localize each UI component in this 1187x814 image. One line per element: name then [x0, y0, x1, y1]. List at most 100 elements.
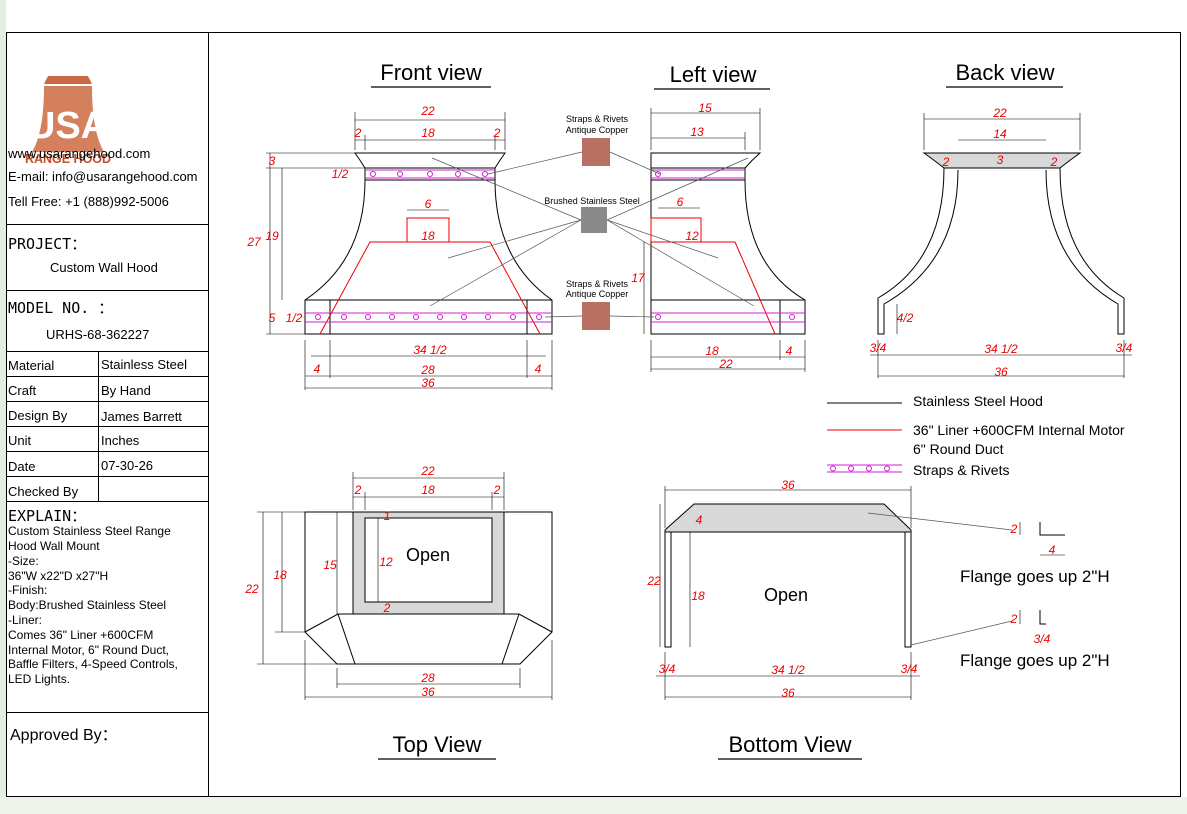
svg-text:1/2: 1/2 [332, 167, 349, 181]
swatch-copper-top-label-1: Straps & Rivets [566, 114, 629, 124]
company-email: E-mail: info@usarangehood.com [8, 169, 198, 184]
svg-text:2: 2 [1010, 612, 1018, 626]
spec-value-date: 07-30-26 [101, 458, 154, 473]
svg-text:RANGE HOOD: RANGE HOOD [25, 152, 111, 166]
svg-text:2: 2 [383, 601, 391, 615]
svg-text:2: 2 [493, 483, 501, 497]
svg-text:USA: USA [28, 105, 108, 147]
left-margin-strip [0, 0, 6, 814]
swatch-copper-bot-label-2: Antique Copper [566, 289, 629, 299]
company-website: www.usarangehood.com [8, 146, 151, 161]
svg-text:18: 18 [691, 589, 705, 603]
svg-text:22: 22 [244, 582, 259, 596]
svg-text:2: 2 [354, 483, 362, 497]
svg-text:1: 1 [384, 509, 391, 523]
svg-text:3/4: 3/4 [901, 662, 918, 676]
svg-text:2: 2 [1010, 522, 1018, 536]
svg-text:1/2: 1/2 [286, 311, 303, 325]
svg-text:18: 18 [421, 126, 435, 140]
back-view: 22 14 3 2 2 4/2 3/4 34 1/2 3/4 36 [870, 106, 1133, 379]
svg-text:2: 2 [942, 155, 950, 169]
legend-liner-1: 36" Liner +600CFM Internal Motor [913, 422, 1125, 438]
svg-text:2: 2 [493, 126, 501, 140]
flange-note-lower: Flange goes up 2"H [960, 651, 1110, 670]
svg-text:36: 36 [421, 685, 435, 699]
svg-text:12: 12 [685, 229, 699, 243]
usa-range-hood-logo: USA RANGE HOOD [25, 76, 111, 166]
top-view-open-label: Open [406, 545, 450, 565]
top-view-title: Top View [393, 732, 482, 757]
svg-text:34 1/2: 34 1/2 [984, 342, 1018, 356]
spec-value-material: Stainless Steel [101, 357, 187, 372]
approved-by-label: Approved By： [10, 727, 118, 744]
spec-label-material: Material [8, 358, 55, 373]
steel-swatch [581, 207, 607, 233]
svg-text:36: 36 [781, 686, 795, 700]
spec-table: Material Stainless Steel Craft By Hand D… [6, 351, 209, 504]
project-label: PROJECT： [8, 235, 87, 253]
line-legend: Stainless Steel Hood 36" Liner +600CFM I… [827, 393, 1125, 478]
svg-text:6: 6 [677, 195, 684, 209]
swatch-steel-label: Brushed Stainless Steel [544, 196, 640, 206]
left-view: 15 13 6 12 17 18 4 22 [631, 101, 806, 372]
drawing-sheet-frame [6, 32, 1181, 797]
svg-text:22: 22 [646, 574, 661, 588]
svg-text:3: 3 [997, 153, 1004, 167]
svg-text:4: 4 [314, 362, 321, 376]
svg-text:22: 22 [718, 357, 733, 371]
svg-text:4: 4 [535, 362, 542, 376]
spec-value-craft: By Hand [101, 383, 151, 398]
svg-text:14: 14 [993, 127, 1007, 141]
copper-swatch-top [582, 138, 610, 166]
svg-text:6: 6 [425, 197, 432, 211]
explain-label: EXPLAIN： [8, 507, 87, 525]
svg-text:27: 27 [246, 235, 262, 249]
project-value: Custom Wall Hood [50, 260, 158, 275]
svg-text:34 1/2: 34 1/2 [413, 343, 447, 357]
svg-text:34 1/2: 34 1/2 [771, 663, 805, 677]
model-label: MODEL NO. ： [8, 299, 114, 317]
spec-label-date: Date [8, 459, 36, 474]
material-swatches: Straps & Rivets Antique Copper Brushed S… [429, 114, 755, 330]
svg-text:2: 2 [1050, 155, 1058, 169]
svg-text:18: 18 [421, 229, 435, 243]
svg-text:28: 28 [420, 671, 435, 685]
company-phone: Tell Free: +1 (888)992-5006 [8, 194, 169, 209]
svg-text:36: 36 [781, 478, 795, 492]
bottom-view-title: Bottom View [728, 732, 851, 757]
spec-label-craft: Craft [8, 383, 37, 398]
back-view-title: Back view [955, 60, 1054, 85]
svg-text:19: 19 [265, 229, 279, 243]
svg-text:3/4: 3/4 [1034, 632, 1051, 646]
svg-text:15: 15 [698, 101, 712, 115]
bottom-view-open-label: Open [764, 585, 808, 605]
spec-label-checked-by: Checked By [8, 484, 79, 499]
swatch-copper-top-label-2: Antique Copper [566, 125, 629, 135]
model-value: URHS-68-362227 [46, 327, 150, 342]
copper-swatch-bottom [582, 302, 610, 330]
bottom-view: Open 36 4 22 18 3/4 34 1/2 3/4 36 2 4 Fl… [646, 478, 1110, 700]
svg-text:3: 3 [269, 154, 276, 168]
svg-text:18: 18 [421, 483, 435, 497]
svg-text:18: 18 [705, 344, 719, 358]
top-view: Open 22 2 18 2 22 18 15 12 1 2 28 36 [244, 464, 553, 700]
svg-text:5: 5 [269, 311, 276, 325]
svg-text:4: 4 [696, 513, 703, 527]
svg-text:3/4: 3/4 [1116, 341, 1133, 355]
spec-value-unit: Inches [101, 433, 140, 448]
spec-label-design-by: Design By [8, 408, 68, 423]
legend-straps: Straps & Rivets [913, 462, 1009, 478]
svg-text:2: 2 [354, 126, 362, 140]
front-view-title: Front view [380, 60, 482, 85]
bottom-margin-strip [0, 797, 1187, 814]
svg-text:22: 22 [420, 464, 435, 478]
flange-note-upper: Flange goes up 2"H [960, 567, 1110, 586]
svg-text:22: 22 [420, 104, 435, 118]
svg-text:18: 18 [273, 568, 287, 582]
legend-liner-2: 6" Round Duct [913, 441, 1004, 457]
svg-text:4/2: 4/2 [897, 311, 914, 325]
legend-hood: Stainless Steel Hood [913, 393, 1043, 409]
svg-text:28: 28 [420, 363, 435, 377]
swatch-copper-bot-label-1: Straps & Rivets [566, 279, 629, 289]
